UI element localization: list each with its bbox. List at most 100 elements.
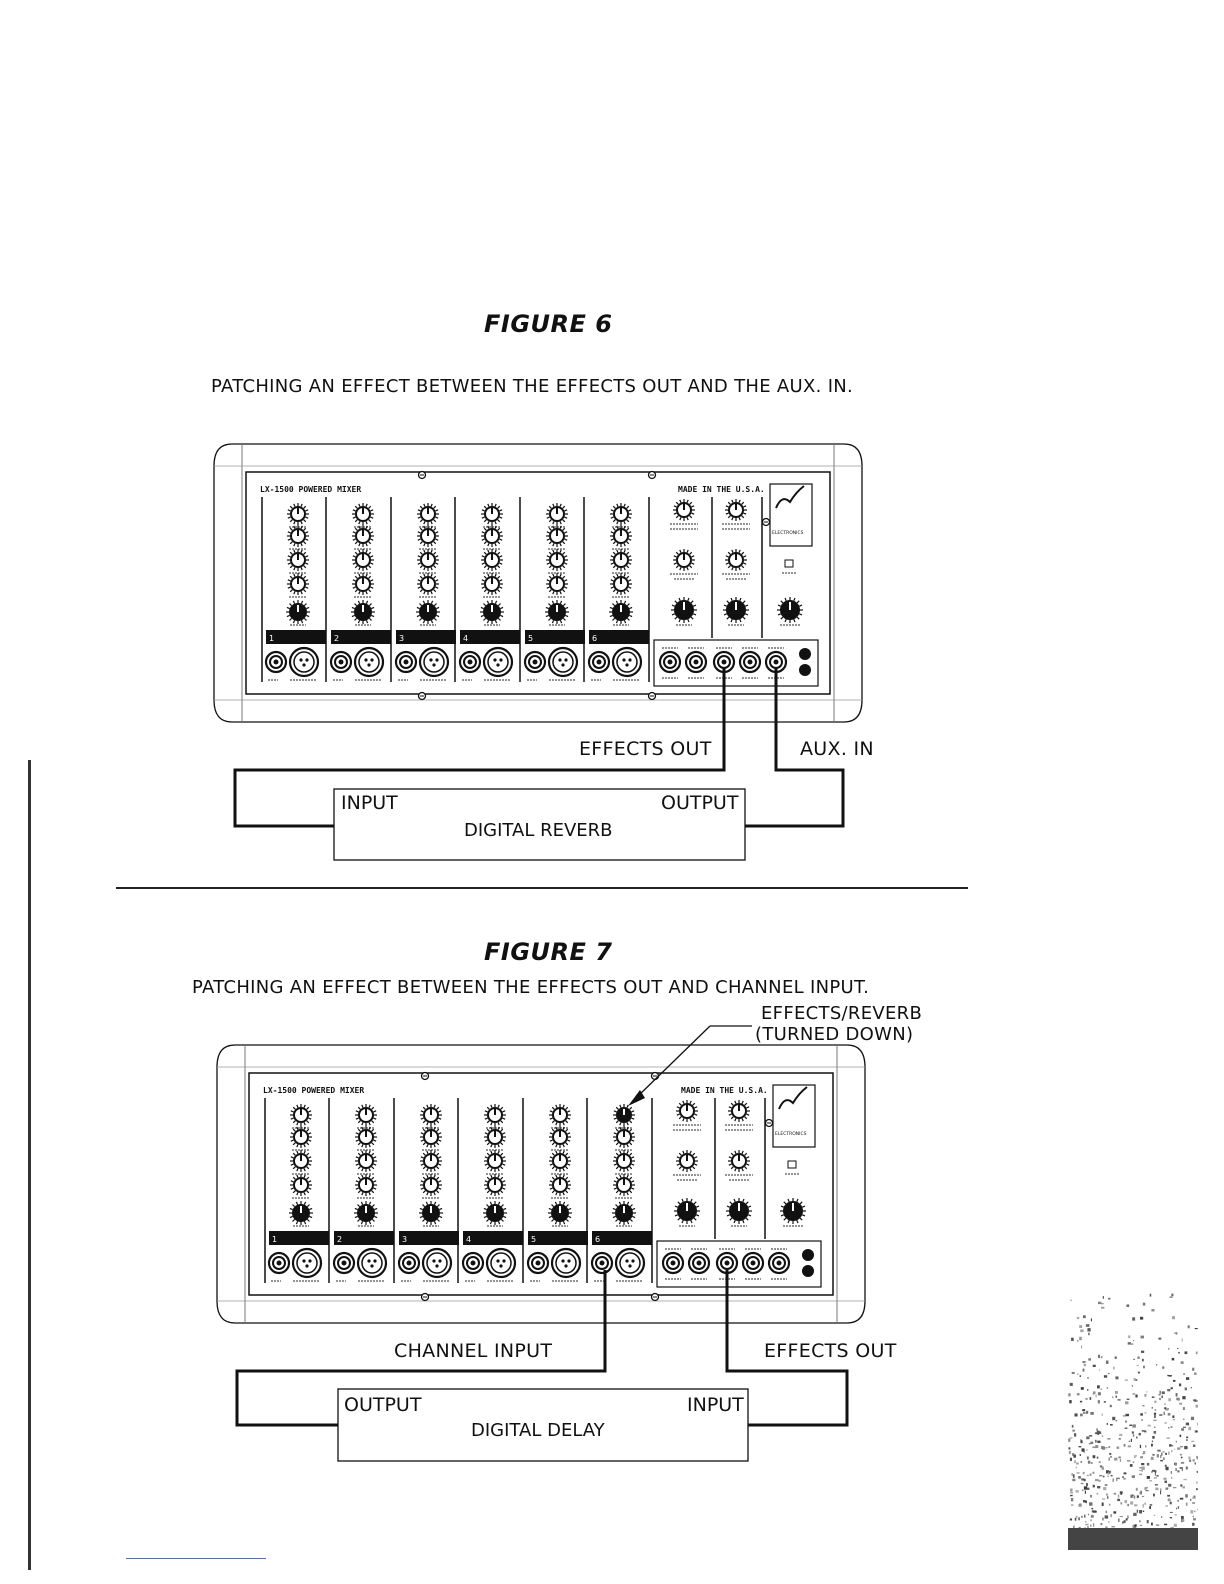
knob-icon xyxy=(481,573,503,595)
channel-number: 4 xyxy=(463,634,468,643)
xlr-jack-icon xyxy=(353,646,385,678)
knob-icon xyxy=(420,1104,442,1126)
figure6-effects-out-cable xyxy=(233,668,726,828)
mixer-master-section: ELECTRONICS xyxy=(670,483,813,638)
knob-icon xyxy=(723,597,749,623)
channel-label-strip xyxy=(396,630,456,644)
knob-icon xyxy=(613,1104,635,1126)
knob-icon xyxy=(613,1174,635,1196)
mixer-channel-4: 4 xyxy=(461,1104,523,1282)
figure6-aux-in-cable xyxy=(745,668,845,828)
channel-label-strip xyxy=(463,1231,523,1245)
figure7-caption: PATCHING AN EFFECT BETWEEN THE EFFECTS O… xyxy=(192,977,870,998)
channel-label-strip xyxy=(269,1231,329,1245)
brand-logo-box xyxy=(772,1084,816,1148)
knob-icon xyxy=(549,1150,571,1172)
footer-rule xyxy=(126,1558,266,1559)
knob-icon xyxy=(417,573,439,595)
xlr-jack-icon xyxy=(485,1247,517,1279)
knob-icon xyxy=(725,499,747,521)
mixer-channel-5: 5 xyxy=(526,1104,588,1282)
knob-icon xyxy=(416,600,440,624)
figure7-effects-out-cable xyxy=(725,1270,849,1427)
channel-number: 3 xyxy=(399,634,404,643)
figure6-effects-out-label: EFFECTS OUT xyxy=(579,738,712,760)
knob-icon xyxy=(417,525,439,547)
knob-icon xyxy=(609,600,633,624)
knob-icon xyxy=(355,1174,377,1196)
knob-icon xyxy=(417,503,439,525)
screw-icon xyxy=(761,517,771,527)
knob-icon xyxy=(726,1198,752,1224)
knob-icon xyxy=(290,1104,312,1126)
quarter-inch-jack-icon xyxy=(590,1251,614,1275)
mixer-channel-1: 1 xyxy=(264,503,326,681)
knob-icon xyxy=(676,1100,698,1122)
brand-sub-text: ELECTRONICS xyxy=(775,1131,807,1137)
mixer-made-in-text: MADE IN THE U.S.A. BY xyxy=(681,1086,782,1095)
figure7-channel-input-cable xyxy=(235,1270,607,1427)
quarter-inch-jack-icon xyxy=(523,650,547,674)
channel-label-strip xyxy=(592,1231,652,1245)
figure6-device-name: DIGITAL REVERB xyxy=(464,820,613,841)
knob-icon xyxy=(671,597,697,623)
figure7-callout-line1: EFFECTS/REVERB xyxy=(761,1003,923,1024)
figure7-channel-input-label: CHANNEL INPUT xyxy=(394,1340,553,1362)
knob-icon xyxy=(289,1201,313,1225)
figure7-callout-arrowhead xyxy=(628,1090,645,1106)
mixer-illustration: LX-1500 POWERED MIXER MADE IN THE U.S.A. … xyxy=(216,1044,866,1324)
mixer-channel-1: 1 xyxy=(267,1104,329,1282)
figure7-callout-line2: (TURNED DOWN) xyxy=(755,1024,914,1045)
knob-icon xyxy=(354,1201,378,1225)
knob-icon xyxy=(484,1104,506,1126)
xlr-jack-icon xyxy=(547,646,579,678)
speaker-jack-icon xyxy=(799,648,811,660)
knob-icon xyxy=(725,549,747,571)
xlr-jack-icon xyxy=(356,1247,388,1279)
screw-icon xyxy=(647,691,657,701)
screw-icon xyxy=(650,1292,660,1302)
mixer-master-section: ELECTRONICS xyxy=(673,1084,816,1239)
channel-number: 6 xyxy=(592,634,597,643)
knob-icon xyxy=(352,525,374,547)
channel-dividers xyxy=(261,497,650,682)
channel-number: 6 xyxy=(595,1235,600,1244)
knob-icon xyxy=(549,1174,571,1196)
knob-icon xyxy=(610,573,632,595)
quarter-inch-jack-icon xyxy=(764,650,788,674)
speaker-jack-icon xyxy=(802,1249,814,1261)
knob-icon xyxy=(420,1174,442,1196)
knob-icon xyxy=(676,1150,698,1172)
screw-icon xyxy=(764,1118,774,1128)
figure7-title: FIGURE 7 xyxy=(484,938,613,966)
quarter-inch-jack-icon xyxy=(332,1251,356,1275)
mixer-channel-6: 6 xyxy=(587,503,649,681)
knob-icon xyxy=(287,573,309,595)
speaker-jack-icon xyxy=(802,1265,814,1277)
quarter-inch-jack-icon xyxy=(526,1251,550,1275)
knob-icon xyxy=(546,549,568,571)
mixer-model-text: LX-1500 POWERED MIXER xyxy=(263,1086,364,1095)
screw-icon xyxy=(417,470,427,480)
quarter-inch-jack-icon xyxy=(397,1251,421,1275)
figure-divider xyxy=(116,887,968,889)
scan-speckle-artifact xyxy=(1068,1293,1198,1550)
knob-icon xyxy=(610,503,632,525)
knob-icon xyxy=(545,600,569,624)
knob-icon xyxy=(287,525,309,547)
knob-icon xyxy=(613,1126,635,1148)
channel-number: 2 xyxy=(334,634,339,643)
channel-label-strip xyxy=(460,630,520,644)
page-binding-edge xyxy=(28,760,31,1570)
quarter-inch-jack-icon xyxy=(329,650,353,674)
speaker-jack-icon xyxy=(799,664,811,676)
knob-icon xyxy=(290,1126,312,1148)
channel-label-strip xyxy=(525,630,585,644)
knob-icon xyxy=(481,525,503,547)
knob-icon xyxy=(290,1174,312,1196)
mixer-channel-3: 3 xyxy=(394,503,456,681)
channel-label-strip xyxy=(399,1231,459,1245)
figure6-aux-in-label: AUX. IN xyxy=(800,738,874,760)
channel-label-strip xyxy=(528,1231,588,1245)
